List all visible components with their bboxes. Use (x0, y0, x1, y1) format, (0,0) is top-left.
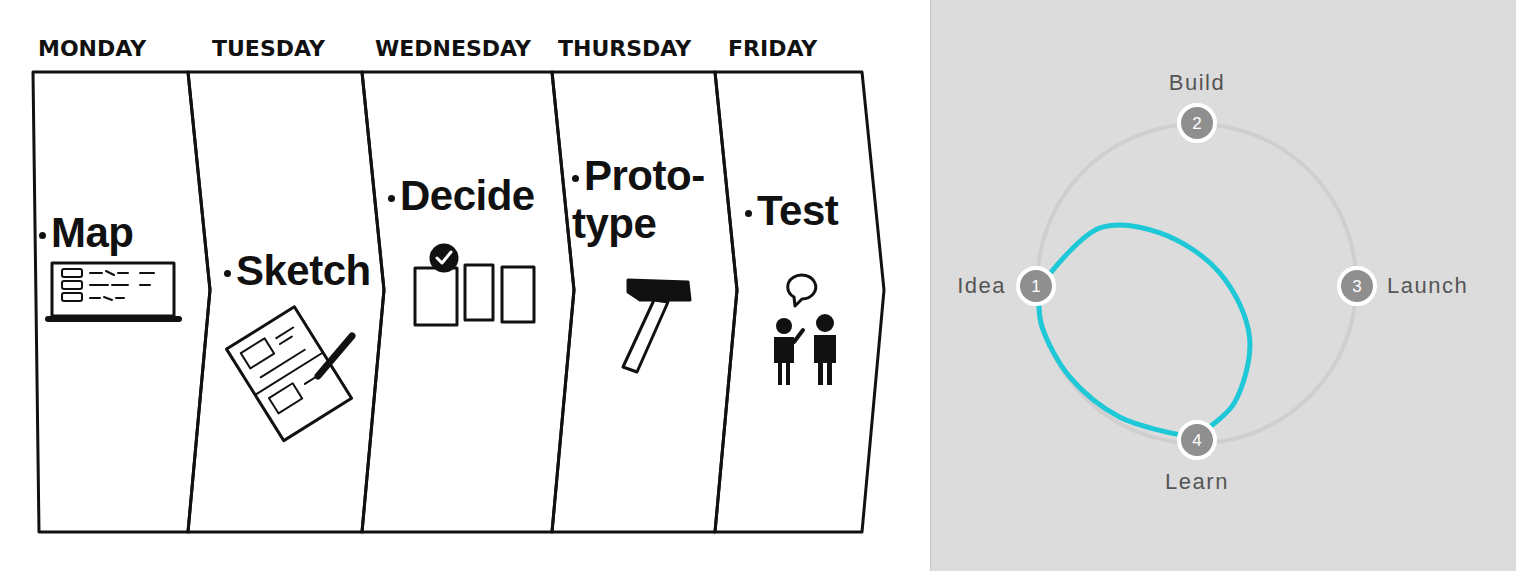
day-heading-wrap: FRIDAY (728, 36, 817, 62)
cycle-arc (1217, 126, 1355, 266)
column-outline (552, 72, 737, 532)
step-number: 1 (1031, 278, 1040, 295)
column-outline (188, 72, 384, 532)
whiteboard-tray (48, 316, 179, 322)
check-dot (431, 245, 457, 271)
day-heading-wrap: MONDAY (38, 36, 146, 62)
paper-sheet (227, 307, 352, 441)
chevron-outline (552, 72, 737, 532)
day-heading: THURSDAY (558, 36, 691, 61)
day-column: TUESDAYSketch (188, 72, 384, 532)
panel-edge (930, 0, 931, 571)
day-heading: TUESDAY (212, 36, 325, 61)
step-word: Map (39, 209, 134, 257)
chevron-outline (33, 72, 210, 532)
day-heading: WEDNESDAY (375, 36, 531, 61)
day-column: MONDAYMap (33, 72, 210, 532)
sticky-note (62, 281, 82, 289)
cycle-arc (1217, 306, 1355, 442)
feedback-loop (1039, 306, 1178, 435)
step-word-wrap: Proto- type (572, 152, 722, 249)
step-label: Learn (1165, 469, 1229, 494)
step-circle: 3Launch (1337, 266, 1377, 306)
option-card (465, 265, 493, 320)
whiteboard-scribbles (90, 271, 154, 300)
day-heading-wrap: TUESDAY (212, 36, 325, 62)
paper-frame (269, 383, 302, 413)
step-circle: 2Build (1177, 103, 1217, 143)
chevron-outline (362, 72, 574, 532)
person-arm (794, 330, 803, 342)
day-heading: MONDAY (38, 36, 146, 61)
step-label-wrap: Build (1169, 71, 1225, 95)
day-heading-wrap: WEDNESDAY (375, 36, 531, 62)
pen-icon (318, 336, 352, 376)
day-column: WEDNESDAYDecide (362, 72, 574, 532)
column-outline (362, 72, 574, 532)
chevron-outline (715, 72, 884, 532)
sketch-paper (227, 307, 352, 441)
step-word-wrap: Sketch (224, 247, 371, 295)
person-body (774, 337, 794, 385)
sketch-icons (48, 245, 836, 441)
right-panel (930, 0, 1516, 571)
person-body (814, 335, 836, 385)
step-circle: 1Idea (1016, 266, 1056, 306)
column-outline (33, 72, 210, 532)
hammer-head (628, 280, 690, 300)
step-label-wrap: Launch (1387, 274, 1468, 298)
step-word-wrap: Decide (388, 172, 535, 220)
check-mark (437, 252, 451, 263)
day-heading-wrap: THURSDAY (558, 36, 691, 62)
step-word: Proto- type (572, 152, 722, 249)
person-head (816, 314, 834, 332)
hammer-handle (623, 300, 668, 372)
column-outline (715, 72, 884, 532)
step-circle: 4Learn (1177, 420, 1217, 460)
step-number: 3 (1352, 278, 1361, 295)
cycle-arc (1039, 306, 1177, 442)
cycle-arc (1038, 125, 1177, 265)
step-word: Decide (388, 172, 535, 220)
step-word: Sketch (224, 247, 371, 295)
paper-scribbles (247, 327, 321, 401)
feedback-loop (1051, 225, 1250, 426)
step-label-wrap: Learn (1165, 470, 1229, 494)
speech-bubble (788, 275, 816, 306)
step-number: 4 (1192, 432, 1201, 449)
option-card (502, 267, 534, 322)
step-label: Build (1169, 70, 1225, 95)
step-word: Test (745, 187, 838, 235)
sticky-note (62, 269, 82, 277)
option-card (415, 268, 457, 325)
step-word-wrap: Test (745, 187, 838, 235)
paper-frame (241, 338, 274, 368)
day-column: FRIDAYTest (715, 72, 884, 532)
step-word-wrap: Map (39, 209, 134, 257)
step-label-wrap: Idea (957, 274, 1006, 298)
day-column: THURSDAYProto- type (552, 72, 737, 532)
step-label: Launch (1387, 273, 1468, 298)
step-number: 2 (1192, 115, 1201, 132)
step-label: Idea (957, 273, 1006, 298)
person-head (776, 318, 792, 334)
sticky-note (62, 293, 82, 301)
whiteboard-icon (52, 263, 174, 316)
chevron-outline (188, 72, 384, 532)
day-heading: FRIDAY (728, 36, 817, 61)
